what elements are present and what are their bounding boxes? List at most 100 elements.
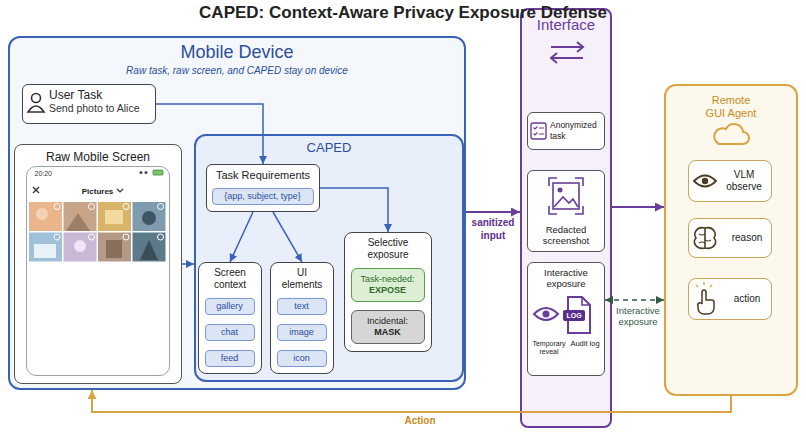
agent-panel: Remote GUI AgentVLM observereasonaction — [664, 84, 798, 396]
node-text: image — [289, 327, 314, 338]
node-text: reason — [723, 232, 771, 244]
tag-pill: image — [277, 324, 327, 341]
checklist-icon — [531, 123, 546, 139]
mask-box: Incidental:MASK — [351, 310, 425, 344]
user-icon — [32, 94, 41, 103]
brain-icon — [694, 228, 715, 249]
hand-icon — [698, 290, 714, 314]
node-text: Pictures — [27, 187, 169, 197]
eye-icon — [534, 308, 558, 320]
tag-pill: chat — [205, 324, 255, 341]
interface-box: Interactive exposureTemporary revealAudi… — [527, 262, 605, 376]
image-icon — [553, 183, 579, 209]
diagram-title: CAPED: Context-Aware Privacy Exposure De… — [0, 3, 806, 23]
photo-thumbnail — [133, 202, 166, 231]
photo-detail — [74, 240, 86, 252]
node-text: Anonymized task — [550, 120, 604, 142]
edge-label: Action — [380, 415, 460, 426]
photo-thumbnail — [133, 233, 166, 262]
agent-step: action — [688, 278, 772, 320]
edge-label: sanitized input — [466, 216, 520, 242]
connector-arrow — [273, 212, 302, 262]
node-text: UI elements — [279, 267, 325, 291]
node-text: chat — [221, 327, 238, 338]
node-text: Task-needed: — [360, 274, 414, 285]
node-text: Raw Mobile Screen — [46, 150, 150, 164]
photo-detail — [34, 244, 56, 258]
select-circles — [54, 204, 164, 241]
category-box: UI elements text image icon — [270, 262, 334, 374]
document-icon — [568, 297, 590, 333]
node-text: MASK — [374, 327, 401, 338]
user-icon — [28, 106, 44, 112]
tag-pill: text — [277, 298, 327, 315]
photo-thumbnail — [64, 202, 97, 231]
node-text: Raw task, raw screen, and CAPED stay on … — [126, 65, 348, 77]
device-boundary: Mobile DeviceRaw task, raw screen, and C… — [8, 36, 466, 390]
photo-thumbnail — [98, 233, 131, 262]
edge-label: Interactive exposure — [612, 305, 664, 327]
node-text: User Task — [49, 88, 153, 102]
interface-box: Anonymized task — [527, 112, 605, 150]
swap-icon — [551, 53, 583, 63]
node-text: Temporary reveal — [529, 340, 569, 356]
agent-step: reason — [688, 218, 772, 258]
document-tag — [563, 310, 585, 321]
node-text: Incidental: — [367, 316, 408, 327]
phone-mockup: 20:20Pictures — [26, 166, 170, 376]
node-text: feed — [221, 353, 239, 364]
node-text: EXPOSE — [369, 285, 406, 296]
photo-detail — [36, 208, 48, 220]
node-text: Screen context — [207, 267, 253, 291]
cloud-icon — [714, 124, 749, 144]
icon-label: LOG — [563, 310, 585, 321]
interface-box: Redacted screenshot — [527, 170, 605, 252]
process-box: Task Requirements {app, subject, type} — [206, 164, 320, 212]
node-text: Selective exposure — [358, 237, 418, 261]
status-icon — [139, 171, 142, 174]
node-text: Send photo to Alice — [49, 102, 153, 115]
photo-detail — [106, 240, 122, 258]
node-text: icon — [293, 353, 310, 364]
photo-detail — [142, 211, 156, 225]
photo-thumbnail — [64, 233, 97, 262]
checklist-icon — [534, 127, 545, 136]
tag-pill: feed — [205, 350, 255, 367]
node-text: Task Requirements — [216, 169, 310, 182]
decision-box: Selective exposureTask-needed:EXPOSE Inci… — [344, 232, 432, 352]
tag-pill: {app, subject, type} — [212, 188, 314, 205]
eye-icon — [694, 176, 716, 187]
image-icon — [554, 197, 578, 207]
connector-arrow — [605, 299, 664, 301]
node-text: Mobile Device — [180, 42, 293, 64]
node-text: Audit log — [566, 339, 604, 348]
agent-step: VLM observe — [688, 160, 772, 202]
chevron-icon — [117, 189, 123, 192]
connector-arrow — [230, 212, 253, 262]
battery-icon — [153, 170, 163, 175]
module-panel: CAPED Task Requirements {app, subject, typ… — [194, 134, 464, 382]
eye-icon — [702, 178, 708, 184]
connector-arrow — [612, 206, 664, 208]
swap-icon — [551, 42, 583, 52]
node-text: action — [723, 293, 771, 305]
node-text: text — [294, 301, 309, 312]
connector-arrow — [92, 390, 731, 412]
status-icon — [144, 171, 147, 174]
image-icon — [549, 178, 583, 214]
node-text: gallery — [216, 301, 243, 312]
connector-arrow — [320, 188, 388, 232]
image-icon — [558, 188, 563, 193]
node-text: CAPED — [307, 140, 352, 156]
node-text: Redacted screenshot — [528, 224, 604, 246]
category-box: Screen context gallery chat feed — [198, 262, 262, 374]
brain-icon — [699, 234, 711, 243]
node-text: Interactive exposure — [528, 267, 604, 289]
photo-detail — [66, 213, 90, 231]
connector-arrow — [156, 104, 263, 164]
